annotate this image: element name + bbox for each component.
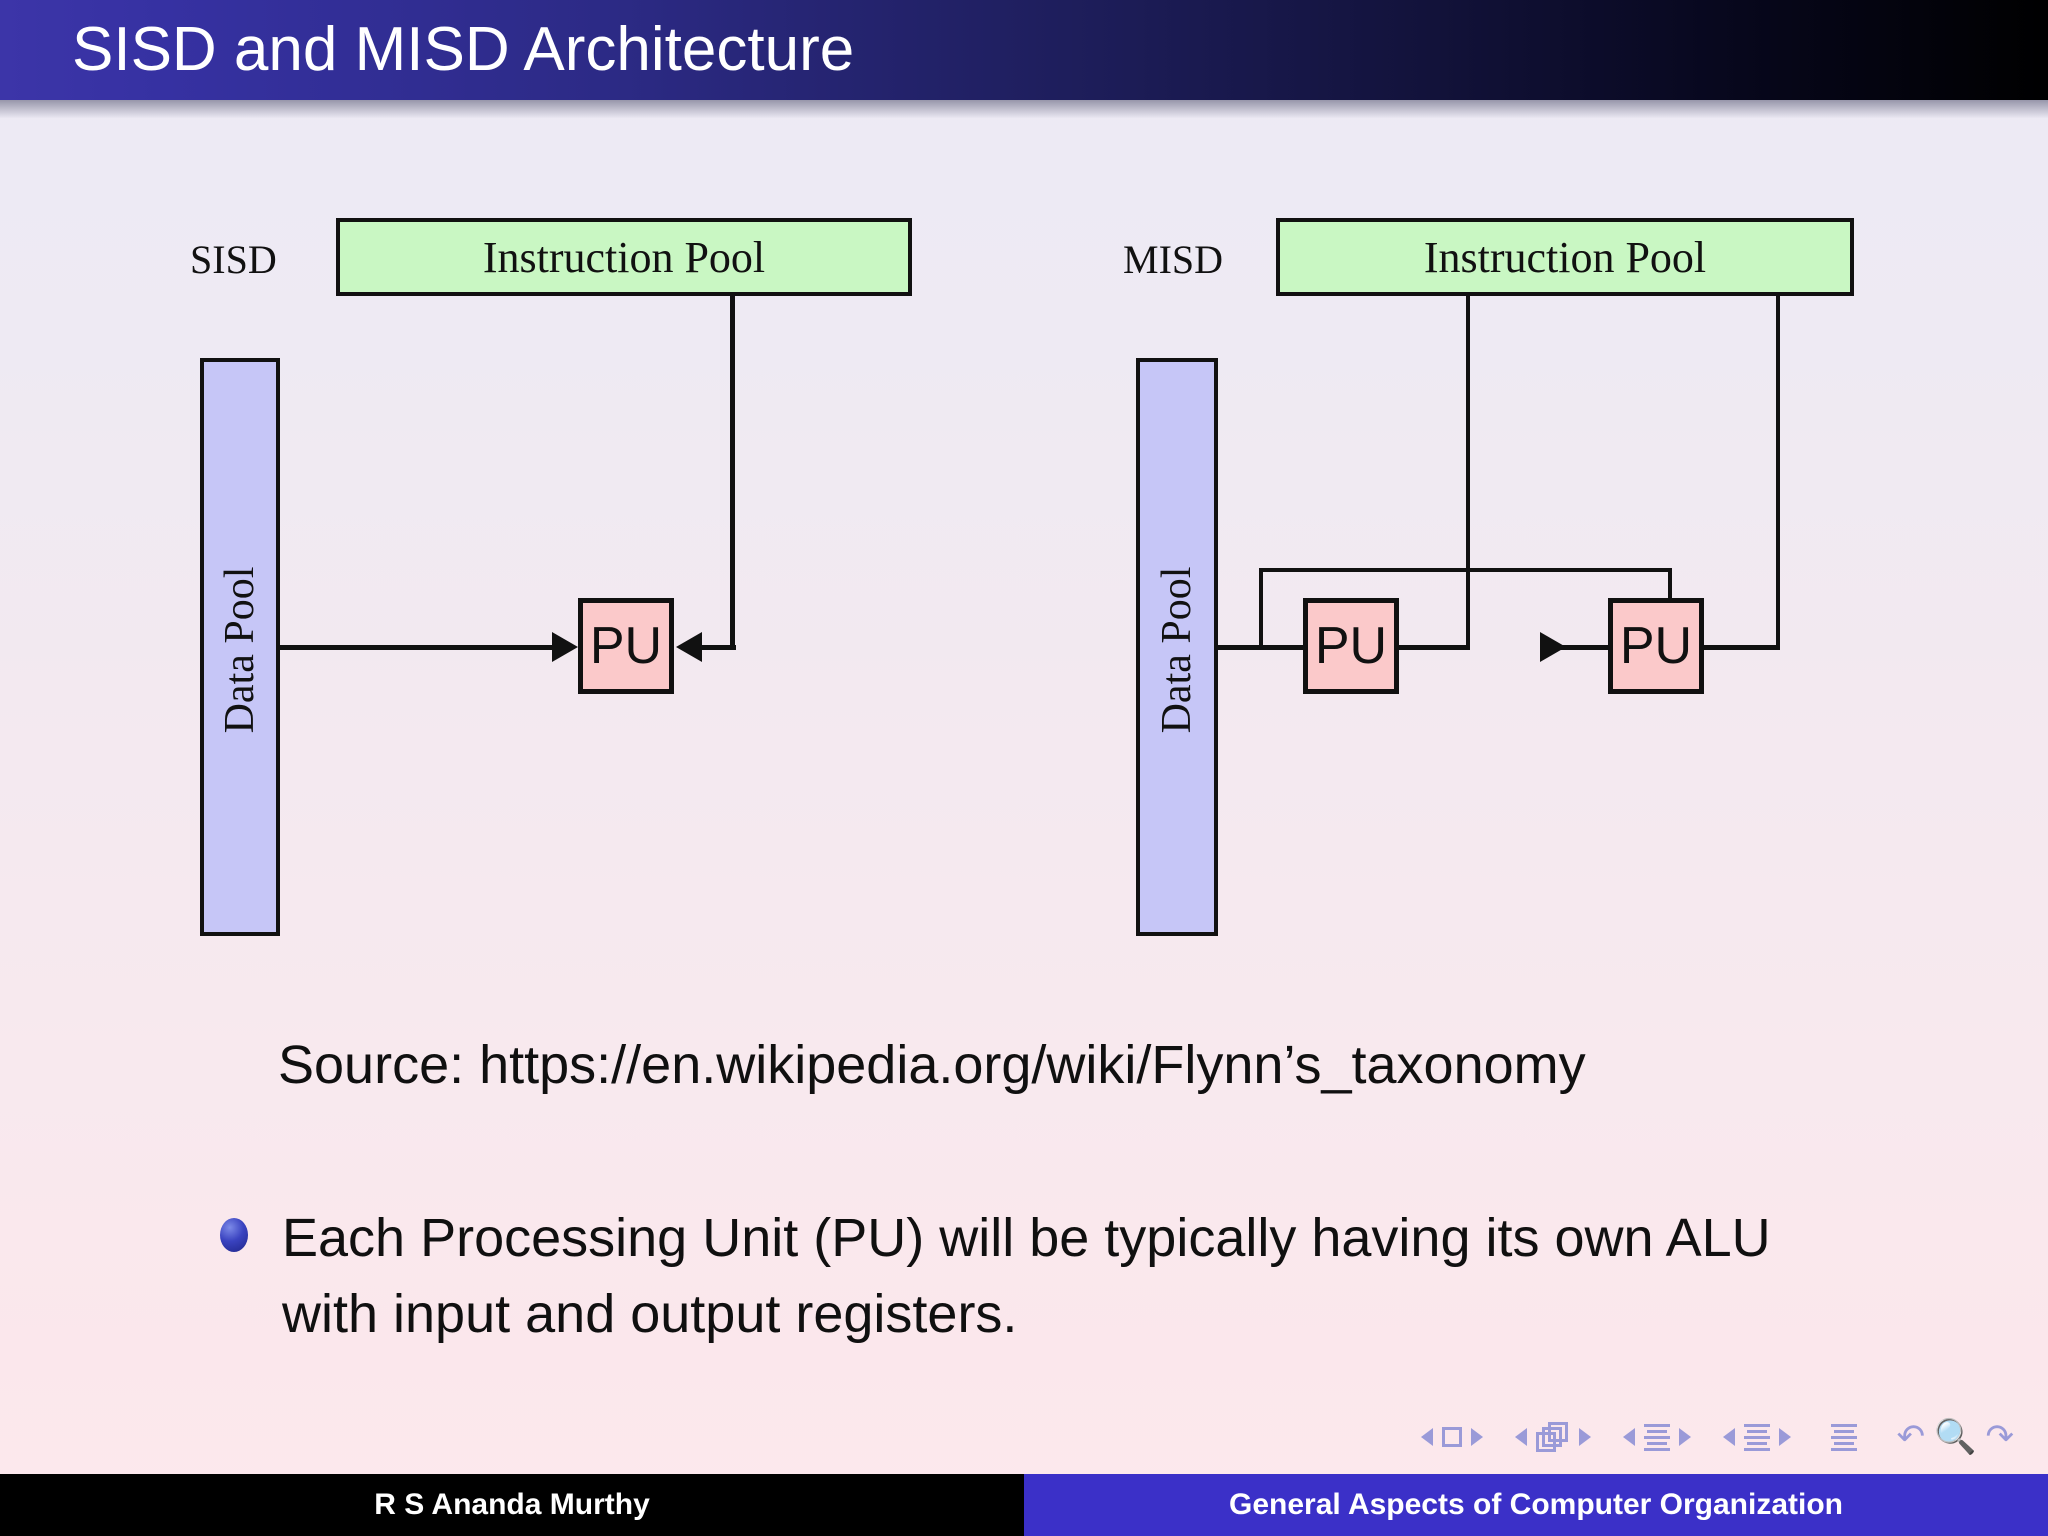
title-bar-shadow [0, 100, 2048, 118]
sisd-instruction-pool-box: Instruction Pool [336, 218, 912, 296]
misd-pu-0: PU [1303, 598, 1399, 694]
subsection-icon[interactable] [1643, 1423, 1670, 1451]
sisd-label: SISD [190, 237, 277, 282]
footer-bar: R S Ananda Murthy General Aspects of Com… [0, 1474, 2048, 1536]
back-icon[interactable]: ↶ [1896, 1418, 1926, 1456]
nav-subsection-group[interactable] [1622, 1423, 1691, 1451]
sisd-instr-vline [730, 296, 735, 650]
nav-history-group[interactable]: ↶ 🔍 ↷ [1897, 1420, 2014, 1454]
misd-instr-vline-2 [1776, 296, 1780, 650]
bullet-item-text: Each Processing Unit (PU) will be typica… [282, 1208, 1771, 1344]
misd-pu-0-label: PU [1314, 617, 1388, 675]
beamer-navigation-bar[interactable]: ↶ 🔍 ↷ [1420, 1420, 2014, 1454]
sisd-instruction-pool-label: Instruction Pool [482, 232, 766, 282]
sisd-data-arrowhead [552, 632, 578, 662]
frames-icon[interactable] [1535, 1422, 1570, 1452]
nav-slide-group[interactable] [1420, 1427, 1483, 1447]
misd-data-hline-pu2 [1540, 645, 1670, 650]
misd-instr-vline-1 [1466, 296, 1470, 650]
prev-section-icon[interactable] [1722, 1428, 1735, 1446]
sisd-instr-arrowhead [676, 632, 702, 662]
misd-data-arrowhead-2 [1540, 632, 1566, 662]
nav-doc-group[interactable] [1830, 1423, 1857, 1451]
sisd-data-pool-box [200, 358, 280, 936]
page-title: SISD and MISD Architecture [72, 15, 855, 84]
misd-label: MISD [1123, 237, 1224, 282]
misd-data-riser-1 [1259, 568, 1263, 647]
sisd-instr-hline [700, 645, 736, 650]
misd-data-pool-label: Data Pool [1154, 566, 1200, 734]
sisd-pu-0-label: PU [589, 617, 663, 675]
misd-instruction-pool-label: Instruction Pool [1423, 232, 1707, 282]
title-bar [0, 0, 2048, 100]
misd-pu-1: PU [1608, 598, 1704, 694]
document-icon[interactable] [1830, 1423, 1857, 1451]
next-section-icon[interactable] [1778, 1428, 1791, 1446]
next-subsection-icon[interactable] [1678, 1428, 1691, 1446]
nav-frame-group[interactable] [1514, 1422, 1591, 1452]
misd-instr-hline-2 [1700, 645, 1780, 650]
search-icon[interactable]: 🔍 [1934, 1418, 1977, 1456]
forward-icon[interactable]: ↷ [1985, 1418, 2015, 1456]
section-icon[interactable] [1743, 1423, 1770, 1451]
prev-slide-icon[interactable] [1420, 1428, 1433, 1446]
misd-instr-hline-1 [1393, 645, 1470, 650]
misd-pu-1-label: PU [1619, 617, 1693, 675]
footer-author: R S Ananda Murthy [0, 1474, 1024, 1536]
sisd-data-hline [280, 645, 558, 650]
sisd-pu-0: PU [578, 598, 674, 694]
misd-data-hline-pu1 [1218, 645, 1319, 650]
misd-data-pool-box [1136, 358, 1218, 936]
nav-section-group[interactable] [1722, 1423, 1791, 1451]
bullet-point-icon [220, 1218, 248, 1252]
sisd-data-pool-label: Data Pool [217, 566, 263, 734]
source-attribution: Source: https://en.wikipedia.org/wiki/Fl… [278, 1035, 1586, 1095]
misd-data-bus-hline [1259, 568, 1672, 572]
slide-icon[interactable] [1441, 1427, 1462, 1447]
footer-subject: General Aspects of Computer Organization [1024, 1474, 2048, 1536]
misd-instruction-pool-box: Instruction Pool [1276, 218, 1854, 296]
next-slide-icon[interactable] [1470, 1428, 1483, 1446]
prev-subsection-icon[interactable] [1622, 1428, 1635, 1446]
next-frame-icon[interactable] [1578, 1428, 1591, 1446]
prev-frame-icon[interactable] [1514, 1428, 1527, 1446]
